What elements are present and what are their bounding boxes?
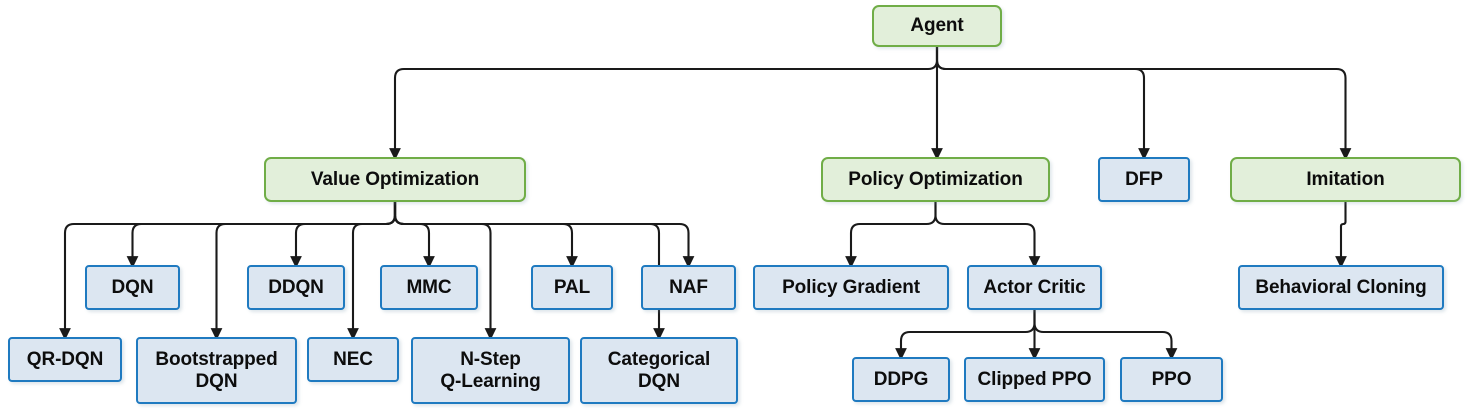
node-nec[interactable]: NEC <box>307 337 399 382</box>
node-agent[interactable]: Agent <box>872 5 1002 47</box>
node-policy_optimization[interactable]: Policy Optimization <box>821 157 1050 202</box>
node-qr_dqn[interactable]: QR-DQN <box>8 337 122 382</box>
connector-actor_critic-to-ppo <box>1033 310 1178 361</box>
connector-value_optimization-to-pal <box>393 202 578 269</box>
connector-agent-to-value_optimization <box>389 47 939 161</box>
node-behavioral_cloning[interactable]: Behavioral Cloning <box>1238 265 1444 310</box>
node-actor_critic[interactable]: Actor Critic <box>967 265 1102 310</box>
node-pal[interactable]: PAL <box>531 265 613 310</box>
connector-agent-to-imitation <box>935 47 1352 161</box>
node-bootstrapped_dqn[interactable]: Bootstrapped DQN <box>136 337 297 404</box>
node-ddpg[interactable]: DDPG <box>852 357 950 402</box>
connector-value_optimization-to-mmc <box>393 202 435 269</box>
node-imitation[interactable]: Imitation <box>1230 157 1461 202</box>
node-clipped_ppo[interactable]: Clipped PPO <box>964 357 1105 402</box>
connector-agent-to-dfp <box>935 47 1150 161</box>
node-mmc[interactable]: MMC <box>380 265 478 310</box>
connector-value_optimization-to-ddqn <box>290 202 397 269</box>
node-value_optimization[interactable]: Value Optimization <box>264 157 526 202</box>
node-dfp[interactable]: DFP <box>1098 157 1190 202</box>
connector-imitation-to-behavioral_cloning <box>1335 202 1347 269</box>
node-dqn[interactable]: DQN <box>85 265 180 310</box>
node-n_step_q_learning[interactable]: N-Step Q-Learning <box>411 337 570 404</box>
node-ppo[interactable]: PPO <box>1120 357 1223 402</box>
node-categorical_dqn[interactable]: Categorical DQN <box>580 337 738 404</box>
connector-policy_optimization-to-actor_critic <box>934 202 1041 269</box>
connector-value_optimization-to-naf <box>393 202 695 269</box>
connector-policy_optimization-to-policy_gradient <box>845 202 937 269</box>
node-naf[interactable]: NAF <box>641 265 736 310</box>
connector-actor_critic-to-ddpg <box>895 310 1036 361</box>
connector-value_optimization-to-dqn <box>126 202 397 269</box>
node-ddqn[interactable]: DDQN <box>247 265 345 310</box>
node-policy_gradient[interactable]: Policy Gradient <box>753 265 949 310</box>
